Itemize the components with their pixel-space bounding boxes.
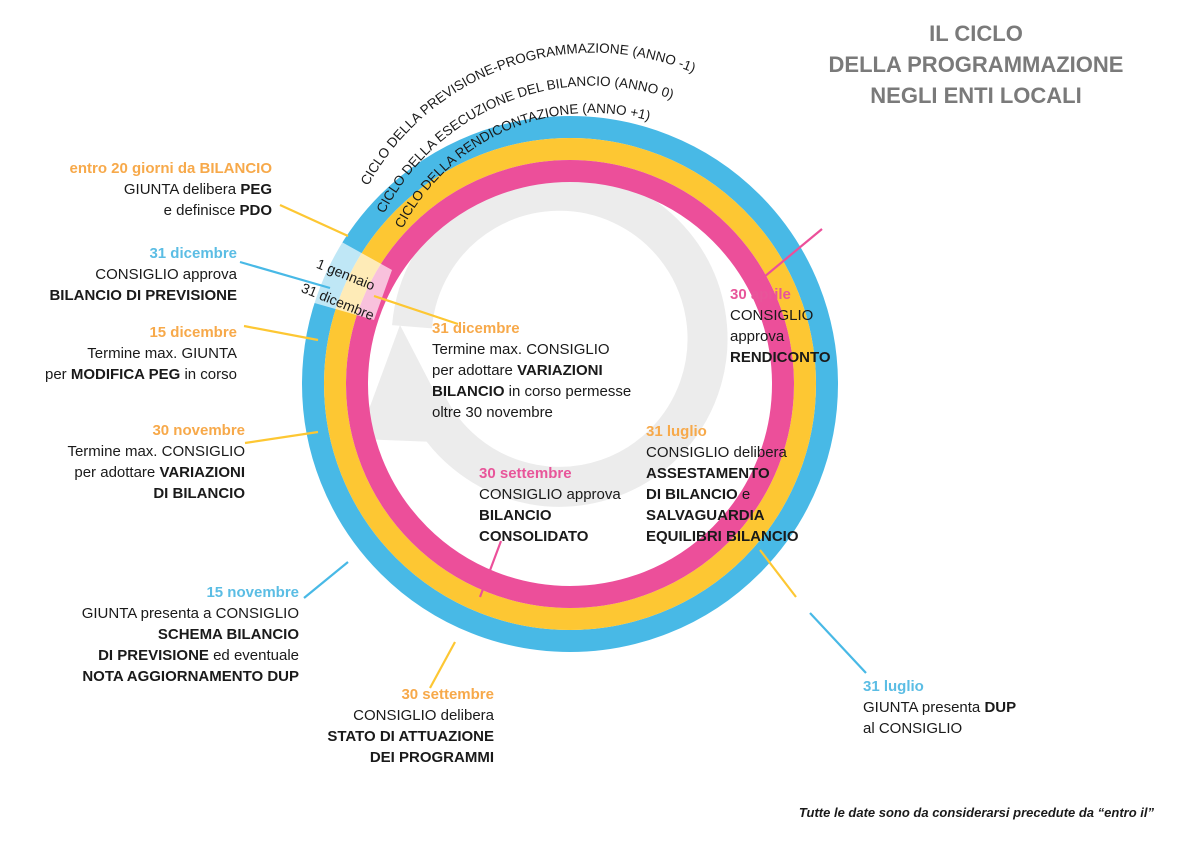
label-assestamento-text-2: e <box>737 486 751 503</box>
label-dup-text: GIUNTA presenta <box>863 699 985 716</box>
label-stato-attuazione-text: CONSIGLIO delibera <box>353 707 494 724</box>
ring-esecuzione <box>324 138 816 630</box>
label-stato-attuazione: 30 settembre CONSIGLIO delibera STATO DI… <box>327 684 494 768</box>
label-variazioni-dicembre: 31 dicembre Termine max. CONSIGLIO per a… <box>432 318 631 423</box>
label-consolidato-text: CONSIGLIO approva <box>479 486 621 503</box>
connector-modifica-peg <box>243 324 319 342</box>
label-schema-bilancio-text: GIUNTA presenta a CONSIGLIO <box>81 605 299 622</box>
label-peg: entro 20 giorni da BILANCIO GIUNTA delib… <box>69 158 272 221</box>
label-peg-text-2: e definisce <box>163 202 240 219</box>
connector-schema <box>303 561 349 599</box>
label-schema-bilancio-date: 15 novembre <box>206 584 299 601</box>
label-rendiconto-text-2: approva <box>730 328 785 345</box>
label-peg-bold-2: PDO <box>239 202 272 219</box>
label-consolidato: 30 settembre CONSIGLIO approva BILANCIO … <box>479 463 621 547</box>
label-rendiconto-date: 30 aprile <box>730 286 791 303</box>
connector-dup <box>809 612 867 674</box>
label-stato-attuazione-bold: STATO DI ATTUAZIONE <box>327 728 494 745</box>
connector-bilancio-prev <box>239 260 331 290</box>
label-rendiconto-text: CONSIGLIO <box>730 307 814 324</box>
label-schema-bilancio: 15 novembre GIUNTA presenta a CONSIGLIO … <box>82 582 299 687</box>
label-assestamento-bold: ASSESTAMENTO <box>646 465 770 482</box>
connector-stato <box>429 641 456 689</box>
title-line-3: NEGLI ENTI LOCALI <box>870 83 1082 108</box>
label-peg-date: entro 20 giorni da BILANCIO <box>69 160 272 177</box>
label-stato-attuazione-date: 30 settembre <box>401 686 494 703</box>
label-variazioni-dicembre-text-4: oltre 30 novembre <box>432 404 553 421</box>
label-modifica-peg-text: Termine max. GIUNTA <box>87 345 237 362</box>
label-dup-bold: DUP <box>984 699 1017 716</box>
label-variazioni-dicembre-text-2: per adottare <box>432 362 518 379</box>
label-assestamento-bold-4: EQUILIBRI BILANCIO <box>646 528 799 545</box>
connector-variazioni-dic <box>373 294 459 326</box>
label-schema-bilancio-bold-3: NOTA AGGIORNAMENTO DUP <box>82 668 299 685</box>
page-title: IL CICLO DELLA PROGRAMMAZIONE NEGLI ENTI… <box>796 18 1156 111</box>
title-line-2: DELLA PROGRAMMAZIONE <box>828 52 1124 77</box>
ring-previsione <box>302 116 838 652</box>
label-consolidato-bold: BILANCIO <box>479 507 552 524</box>
watermark-text: 2021©elisegreti <box>568 684 652 699</box>
label-assestamento-bold-2: DI BILANCIO <box>646 486 738 503</box>
connector-consolidato <box>478 540 503 598</box>
connector-lines <box>239 203 867 689</box>
label-assestamento-date: 31 luglio <box>646 423 707 440</box>
label-bilancio-previsione-date: 31 dicembre <box>149 245 237 262</box>
footnote: Tutte le date sono da considerarsi prece… <box>798 805 1154 820</box>
ring-rendicontazione <box>346 160 794 608</box>
connector-peg <box>279 203 349 238</box>
label-variazioni-dicembre-text-3: in corso permesse <box>504 383 632 400</box>
label-variazioni-novembre-date: 30 novembre <box>152 422 245 439</box>
label-dup: 31 luglio GIUNTA presenta DUP al CONSIGL… <box>863 676 1016 739</box>
label-modifica-peg-date: 15 dicembre <box>149 324 237 341</box>
label-dup-date: 31 luglio <box>863 678 924 695</box>
label-modifica-peg-bold: MODIFICA PEG <box>70 366 181 383</box>
label-rendiconto-bold: RENDICONTO <box>730 349 831 366</box>
label-bilancio-previsione-bold: BILANCIO DI PREVISIONE <box>49 287 237 304</box>
label-rendiconto: 30 aprile CONSIGLIO approva RENDICONTO <box>730 284 831 368</box>
label-assestamento: 31 luglio CONSIGLIO delibera ASSESTAMENT… <box>646 421 799 547</box>
connector-variazioni-nov <box>244 430 319 445</box>
label-bilancio-previsione: 31 dicembre CONSIGLIO approva BILANCIO D… <box>49 243 237 306</box>
label-variazioni-novembre-text-2: per adottare <box>74 464 160 481</box>
label-variazioni-dicembre-text: Termine max. CONSIGLIO <box>432 341 610 358</box>
label-variazioni-novembre-bold: VARIAZIONI <box>159 464 245 481</box>
label-stato-attuazione-bold-2: DEI PROGRAMMI <box>369 749 494 766</box>
label-schema-bilancio-bold: SCHEMA BILANCIO <box>157 626 299 643</box>
label-modifica-peg-text-3: in corso <box>180 366 237 383</box>
label-bilancio-previsione-text: CONSIGLIO approva <box>95 266 237 283</box>
year-boundary-band <box>297 231 392 320</box>
label-variazioni-novembre-text: Termine max. CONSIGLIO <box>67 443 245 460</box>
central-cycle-arrow-icon <box>358 170 728 507</box>
label-peg-bold: PEG <box>240 181 272 198</box>
label-dup-text-2: al CONSIGLIO <box>863 720 963 737</box>
connector-rendiconto <box>757 228 823 283</box>
label-assestamento-text: CONSIGLIO delibera <box>646 444 787 461</box>
label-variazioni-novembre: 30 novembre Termine max. CONSIGLIO per a… <box>67 420 245 504</box>
title-line-1: IL CICLO <box>929 21 1023 46</box>
label-consolidato-bold-2: CONSOLIDATO <box>479 528 589 545</box>
connector-assestamento <box>759 549 797 598</box>
label-variazioni-dicembre-date: 31 dicembre <box>432 320 520 337</box>
label-schema-bilancio-bold-2: DI PREVISIONE <box>98 647 209 664</box>
label-variazioni-dicembre-bold-2: BILANCIO <box>432 383 505 400</box>
label-variazioni-novembre-bold-2: DI BILANCIO <box>153 485 245 502</box>
label-consolidato-date: 30 settembre <box>479 465 572 482</box>
label-assestamento-bold-3: SALVAGUARDIA <box>646 507 765 524</box>
label-variazioni-dicembre-bold: VARIAZIONI <box>517 362 603 379</box>
label-schema-bilancio-text-2: ed eventuale <box>208 647 299 664</box>
label-modifica-peg: 15 dicembre Termine max. GIUNTA per MODI… <box>45 322 237 385</box>
label-peg-text: GIUNTA delibera <box>123 181 241 198</box>
label-modifica-peg-text-2: per <box>44 366 71 383</box>
